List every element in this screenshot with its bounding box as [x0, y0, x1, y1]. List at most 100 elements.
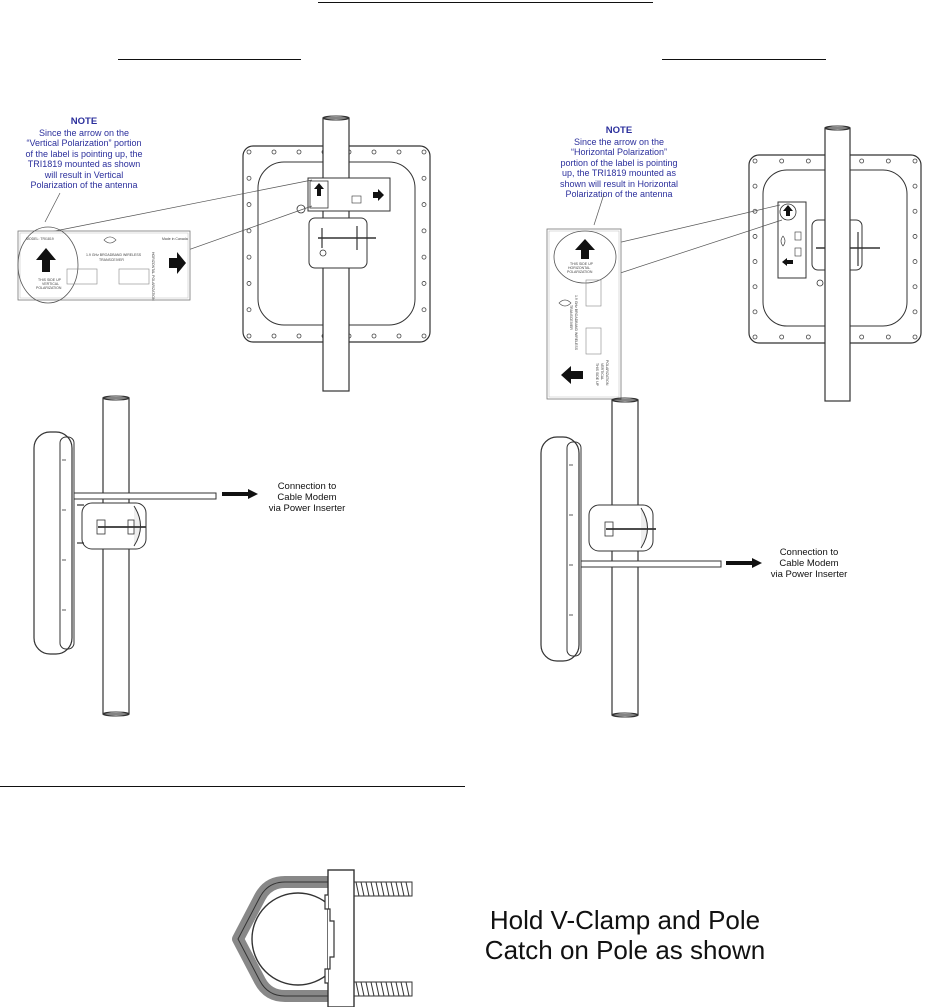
- thread-line: [390, 881, 395, 897]
- flange-bolt: [246, 228, 252, 234]
- flange-bolt: [421, 281, 427, 286]
- flange-bolt: [752, 183, 758, 189]
- svg-text:POLARIZATION: POLARIZATION: [605, 360, 609, 386]
- svg-text:THIS SIDE UP: THIS SIDE UP: [570, 262, 594, 266]
- flange-bolt: [246, 333, 252, 339]
- svg-text:MODEL: TRI1819: MODEL: TRI1819: [26, 237, 54, 241]
- title-underline: [318, 2, 653, 3]
- arrow-right-connection: [726, 558, 762, 568]
- flange-bolt: [271, 333, 277, 339]
- flange-bolt: [421, 149, 427, 155]
- thread-line: [400, 881, 405, 897]
- flange-bolt: [296, 333, 302, 339]
- flange-bolt: [371, 333, 377, 339]
- flange-bolt: [246, 149, 252, 155]
- thread-line: [380, 881, 385, 897]
- connection-caption-left: Connection to Cable Modem via Power Inse…: [268, 481, 346, 514]
- flange-bolt: [885, 334, 891, 340]
- flange-bolt: [752, 259, 758, 264]
- flange-bolt: [912, 158, 918, 164]
- thread-line: [370, 881, 375, 897]
- svg-text:THIS SIDE UP: THIS SIDE UP: [595, 363, 599, 387]
- flange-bolt: [752, 284, 758, 290]
- thread-line: [370, 981, 375, 997]
- flange-bolt: [246, 254, 252, 260]
- flange-bolt: [752, 158, 758, 164]
- thread-line: [375, 881, 380, 897]
- thread-line: [365, 981, 370, 997]
- flange-bolt: [912, 334, 918, 340]
- thread-line: [400, 981, 405, 997]
- thread-line: [365, 881, 370, 897]
- svg-text:VERTICAL: VERTICAL: [600, 363, 604, 380]
- flange-bolt: [246, 307, 252, 313]
- thread-line: [385, 881, 390, 897]
- arrow-left-connection: [222, 489, 258, 499]
- thread-line: [380, 981, 385, 997]
- flange-bolt: [859, 334, 865, 340]
- svg-text:TRANSCEIVER: TRANSCEIVER: [569, 305, 573, 330]
- thread-line: [390, 981, 395, 997]
- flange-bolt: [752, 334, 758, 340]
- flange-bolt: [421, 228, 427, 234]
- svg-text:TRANSCEIVER: TRANSCEIVER: [99, 258, 124, 262]
- thread-line: [355, 881, 360, 897]
- flange-bolt: [779, 158, 785, 164]
- leader-lines-right: [593, 193, 783, 278]
- svg-text:Made in Canada: Made in Canada: [162, 237, 188, 241]
- note-vertical: NOTE Since the arrow on the “Vertical Po…: [25, 116, 143, 190]
- svg-text:POLARIZATION: POLARIZATION: [36, 286, 62, 290]
- flange-bolt: [912, 284, 918, 290]
- flange-bolt: [371, 149, 377, 155]
- flange-bolt: [752, 234, 758, 239]
- flange-bolt: [271, 149, 277, 155]
- flange-bolt: [296, 149, 302, 155]
- flange-bolt: [805, 158, 811, 164]
- flange-bolt: [752, 309, 758, 315]
- flange-bolt: [246, 202, 252, 207]
- left-heading-underline: [118, 59, 301, 60]
- thread-line: [395, 881, 400, 897]
- thread-line: [385, 981, 390, 997]
- clamp-heading-underline: [0, 786, 465, 787]
- thread-line: [405, 881, 410, 897]
- svg-text:POLARIZATION: POLARIZATION: [567, 270, 593, 274]
- flange-bolt: [805, 334, 811, 340]
- v-clamp-diagram: [232, 869, 413, 1007]
- flange-bolt: [421, 333, 427, 339]
- flange-bolt: [912, 234, 918, 239]
- flange-bolt: [396, 333, 402, 339]
- side-view-left: [33, 395, 217, 717]
- thread-line: [395, 981, 400, 997]
- right-heading-underline: [662, 59, 826, 60]
- note-horizontal: NOTE Since the arrow on the “Horizontal …: [559, 125, 679, 199]
- threaded-rod-top: [353, 881, 413, 897]
- flange-bolt: [859, 158, 865, 164]
- flange-bolt: [246, 175, 252, 181]
- flange-bolt: [421, 307, 427, 313]
- connection-caption-right: Connection to Cable Modem via Power Inse…: [770, 547, 848, 580]
- thread-line: [360, 881, 365, 897]
- flange-bolt: [246, 281, 252, 286]
- clamp-instruction: Hold V-Clamp and Pole Catch on Pole as s…: [484, 905, 766, 965]
- flange-bolt: [421, 202, 427, 207]
- polarization-label-right: THIS SIDE UP HORIZONTAL POLARIZATION 1.9…: [546, 228, 622, 400]
- flange-bolt: [779, 334, 785, 340]
- svg-text:VERTICAL: VERTICAL: [42, 282, 59, 286]
- flange-bolt: [912, 183, 918, 189]
- svg-text:1.9 GHz BROADBAND WIRELESS: 1.9 GHz BROADBAND WIRELESS: [86, 253, 142, 257]
- flange-bolt: [396, 149, 402, 155]
- flange-bolt: [912, 208, 918, 214]
- flange-bolt: [421, 175, 427, 181]
- front-view-vertical: [242, 115, 431, 392]
- flange-bolt: [912, 259, 918, 264]
- flange-bolt: [421, 254, 427, 260]
- thread-line: [375, 981, 380, 997]
- thread-line: [360, 981, 365, 997]
- front-view-horizontal: [748, 125, 922, 402]
- svg-text:HORIZONTAL POLARIZATION: HORIZONTAL POLARIZATION: [151, 252, 155, 301]
- svg-text:HORIZONTAL: HORIZONTAL: [568, 266, 590, 270]
- side-view-right: [540, 397, 722, 718]
- polarization-label-left: MODEL: TRI1819 Made in Canada 1.9 GHz BR…: [17, 226, 191, 304]
